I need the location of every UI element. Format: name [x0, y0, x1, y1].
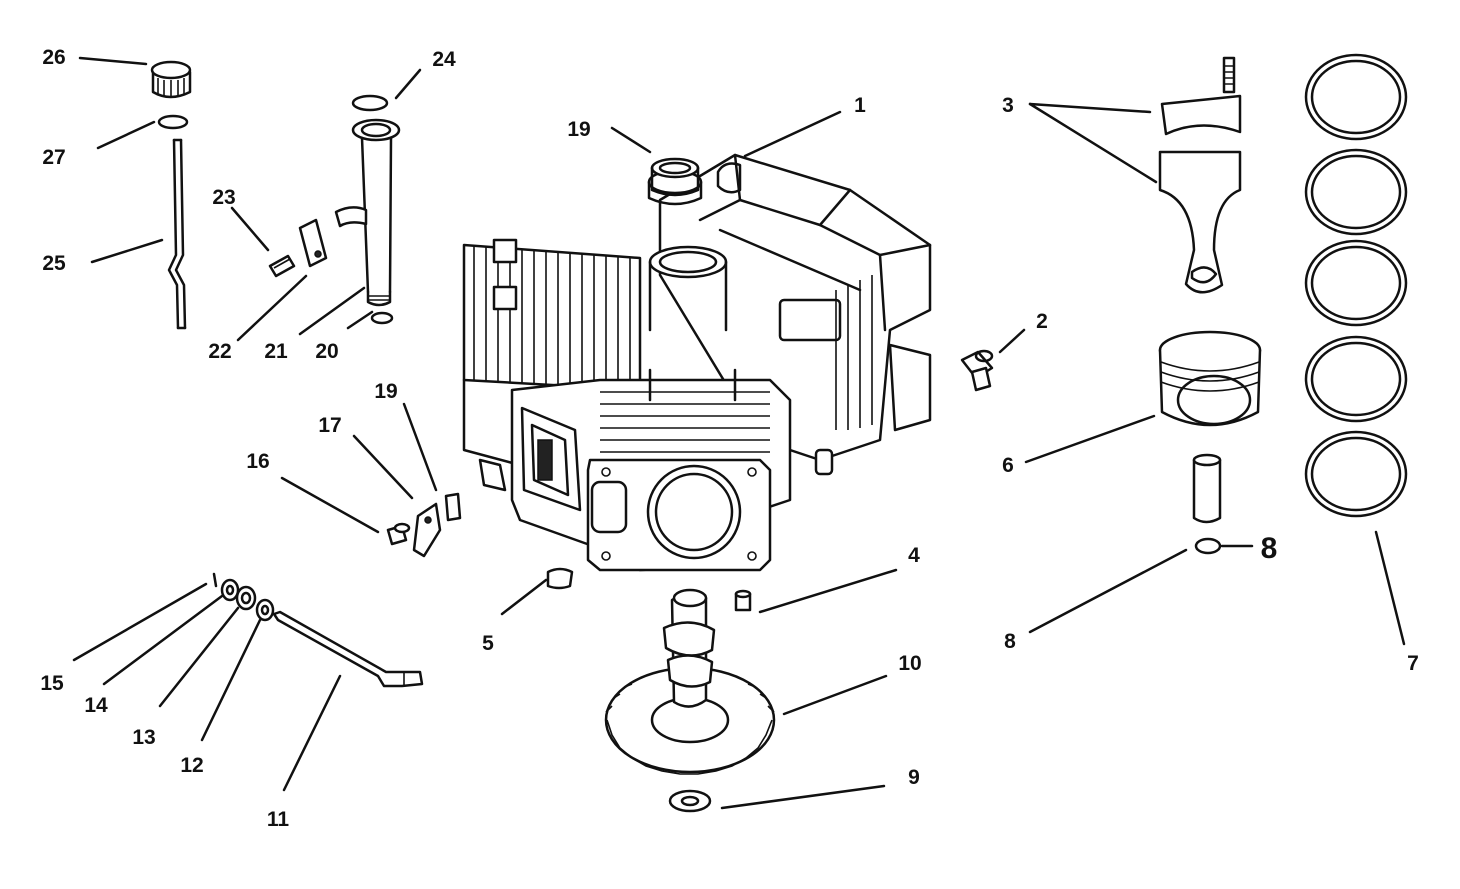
callout-13: 13 — [132, 726, 155, 749]
part-6-piston — [1158, 330, 1262, 427]
part-1-crankcase — [462, 153, 932, 572]
callout-14: 14 — [84, 694, 108, 717]
part-24-o-ring — [351, 94, 389, 112]
callout-12: 12 — [180, 754, 203, 777]
callout-8-large: 8 — [1261, 532, 1278, 565]
callout-27: 27 — [42, 146, 65, 169]
leader-lines — [72, 56, 1406, 810]
callout-8: 8 — [1004, 630, 1016, 653]
part-19-oil-seal — [650, 157, 700, 197]
callout-3: 3 — [1002, 94, 1014, 117]
callout-5: 5 — [482, 632, 494, 655]
part-16-screw — [386, 522, 411, 546]
callout-21: 21 — [264, 340, 288, 363]
callout-9: 9 — [908, 766, 920, 789]
callout-23: 23 — [212, 186, 235, 209]
part-13-bushing — [235, 585, 257, 611]
part-5-plug — [546, 567, 574, 590]
part-15-pin — [212, 572, 218, 588]
callout-19-lower: 19 — [374, 380, 397, 403]
part-piston-pin — [1192, 453, 1222, 524]
part-4-plug — [734, 589, 752, 612]
callout-20: 20 — [315, 340, 338, 363]
callout-26: 26 — [42, 46, 65, 69]
part-27-o-ring — [157, 114, 189, 130]
callout-17: 17 — [318, 414, 341, 437]
part-20-o-ring — [370, 311, 394, 325]
part-3-connecting-rod — [1158, 56, 1242, 294]
callout-11: 11 — [267, 808, 290, 831]
part-12-washer — [255, 598, 275, 622]
part-23-screw — [268, 254, 296, 278]
part-10-camshaft — [604, 588, 776, 775]
part-17-lever — [412, 502, 442, 558]
part-14-washer — [220, 578, 240, 602]
callout-4: 4 — [908, 544, 920, 567]
callout-7: 7 — [1407, 652, 1419, 675]
part-19-link — [444, 492, 462, 522]
part-25-dipstick — [167, 138, 187, 330]
part-2-fitting — [960, 349, 994, 392]
part-21-bracket — [298, 218, 328, 268]
callout-10: 10 — [898, 652, 921, 675]
part-9-washer — [668, 789, 712, 813]
part-7-piston-rings — [1304, 53, 1408, 518]
callout-1: 1 — [854, 94, 866, 117]
callout-15: 15 — [40, 672, 64, 695]
callout-25: 25 — [42, 252, 66, 275]
callout-19-upper: 19 — [567, 118, 590, 141]
callout-16: 16 — [246, 450, 269, 473]
part-8-retainer — [1194, 537, 1222, 555]
part-11-shaft — [272, 610, 424, 688]
part-26-oil-cap — [150, 60, 192, 99]
callout-22: 22 — [208, 340, 231, 363]
callout-6: 6 — [1002, 454, 1014, 477]
part-dipstick-tube — [334, 118, 401, 307]
callout-2: 2 — [1036, 310, 1048, 333]
callout-labels: 26 27 25 23 22 21 20 24 19 1 3 2 6 8 8 7… — [40, 46, 1419, 831]
callout-24: 24 — [432, 48, 456, 71]
